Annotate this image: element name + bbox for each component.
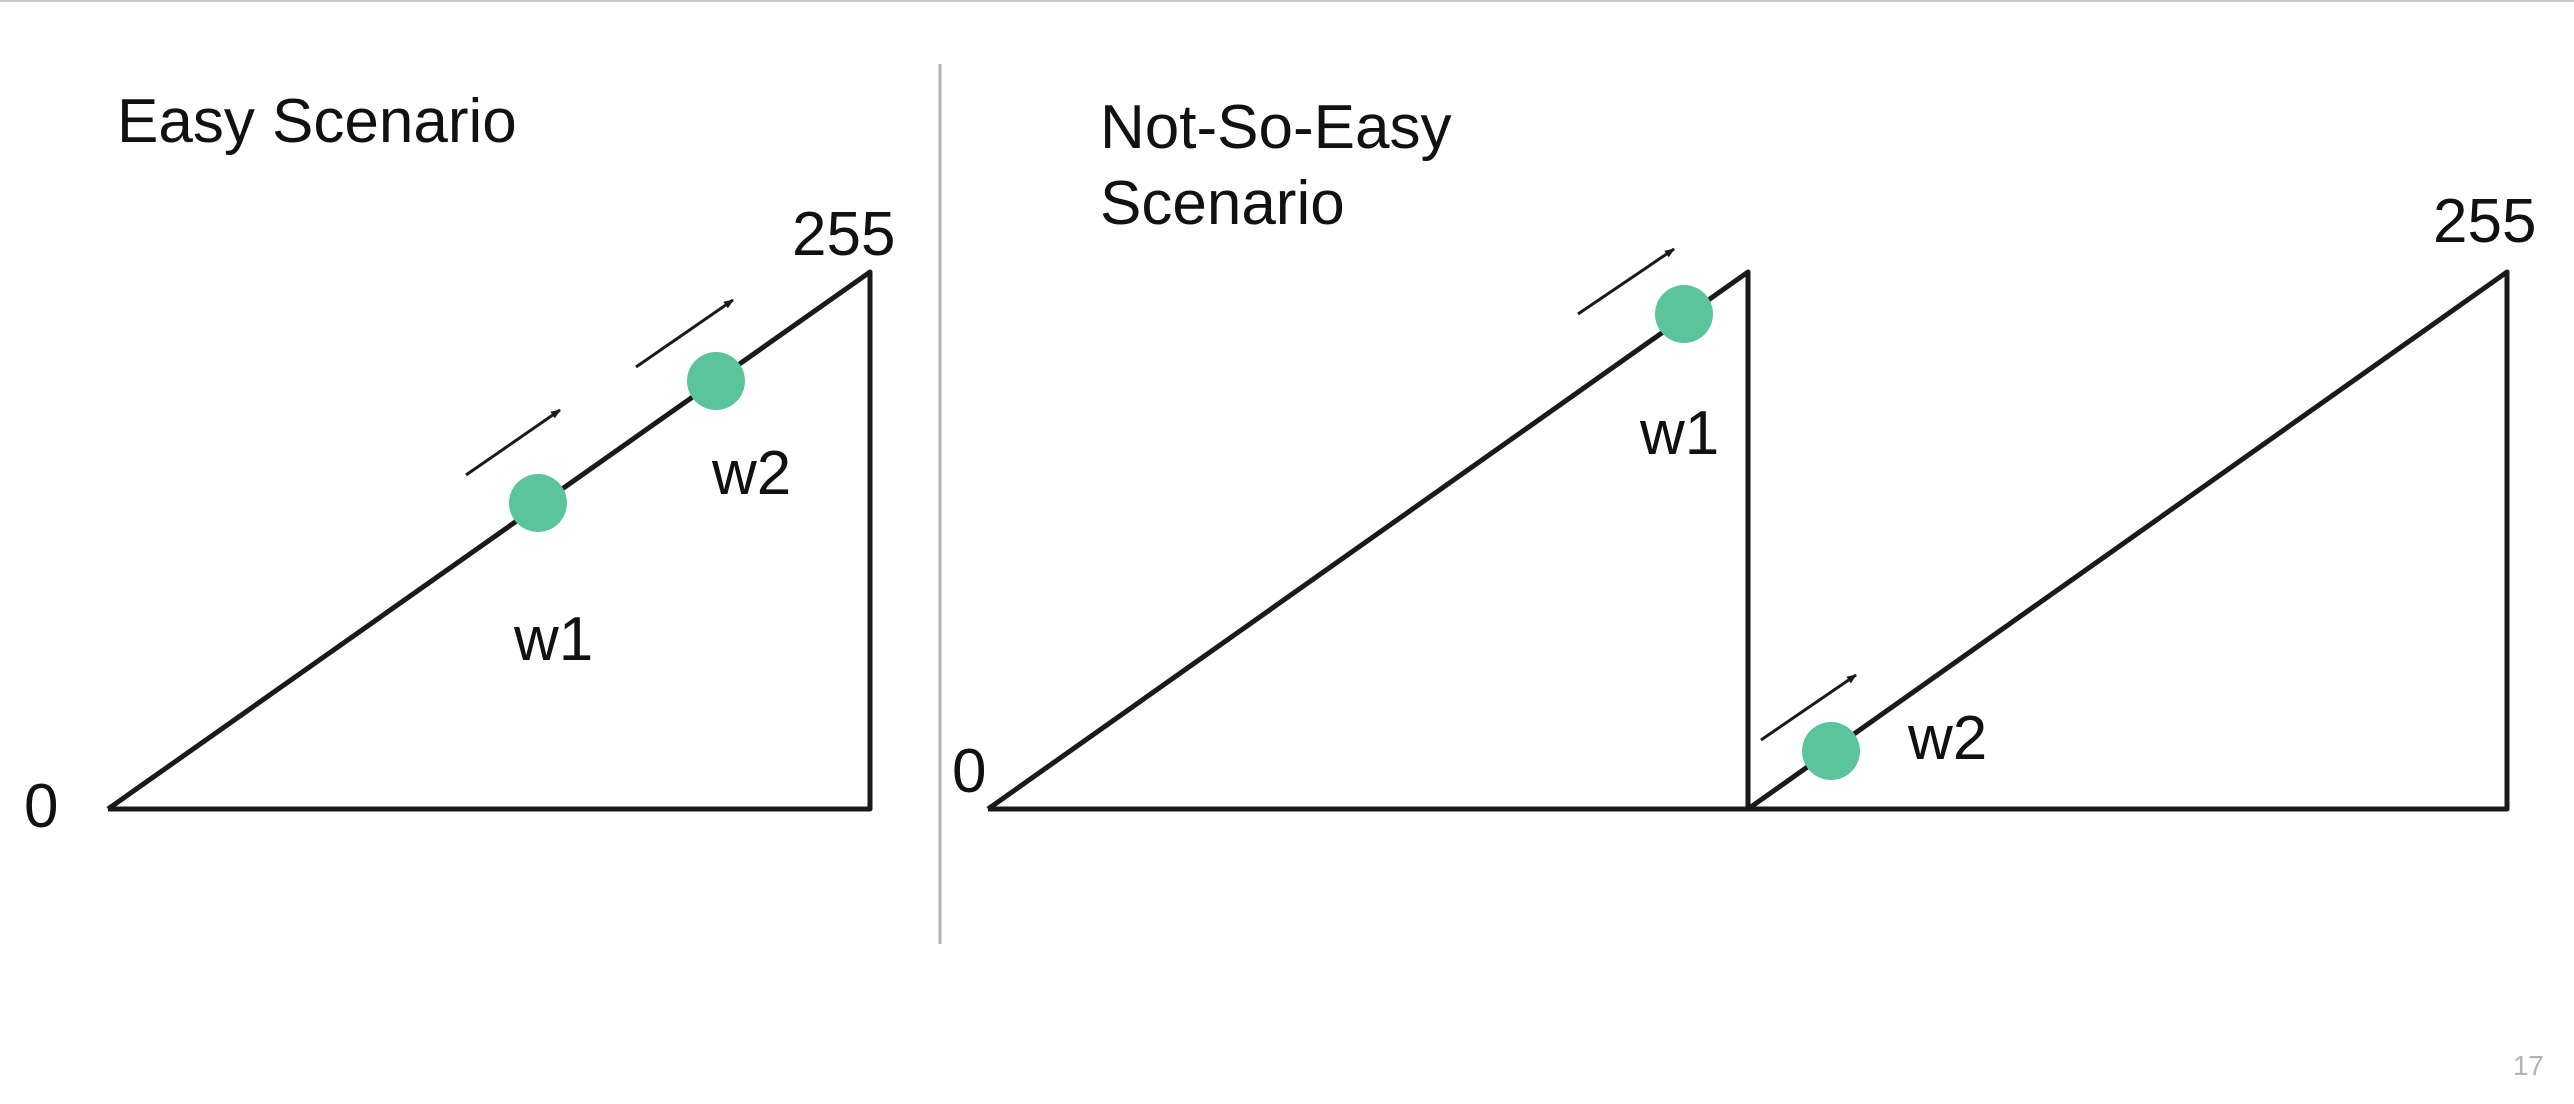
not-so-easy-title-line2: Scenario [1100, 169, 1345, 238]
easy-scenario-title: Easy Scenario [117, 87, 517, 156]
not-so-easy-w2-label: w2 [1907, 704, 1987, 773]
not-so-easy-sawtooth [986, 269, 2510, 812]
not-so-easy-w2-direction-arrow [1760, 673, 1857, 742]
not-so-easy-min-label: 0 [952, 737, 986, 806]
easy-min-label: 0 [24, 772, 58, 841]
easy-scenario-panel: Easy Scenario 0 255 w1 w2 [24, 87, 895, 841]
easy-w2-direction-arrow [635, 298, 734, 369]
not-so-easy-w1-dot [1655, 285, 1713, 343]
easy-max-label: 255 [792, 200, 895, 269]
not-so-easy-w1-label: w1 [1639, 399, 1719, 468]
not-so-easy-title-line1: Not-So-Easy [1100, 93, 1451, 162]
easy-w1-dot [509, 474, 567, 532]
easy-w1-direction-arrow [465, 408, 561, 477]
not-so-easy-scenario-panel: Not-So-Easy Scenario 0 255 w1 w2 [952, 93, 2536, 812]
easy-w2-dot [687, 352, 745, 410]
page-number: 17 [2512, 1050, 2544, 1081]
easy-w2-label: w2 [711, 439, 791, 508]
not-so-easy-w2-dot [1802, 722, 1860, 780]
not-so-easy-max-label: 255 [2433, 187, 2536, 256]
not-so-easy-w1-direction-arrow [1577, 247, 1675, 316]
easy-ramp-triangle [106, 269, 873, 812]
easy-w1-label: w1 [513, 605, 593, 674]
